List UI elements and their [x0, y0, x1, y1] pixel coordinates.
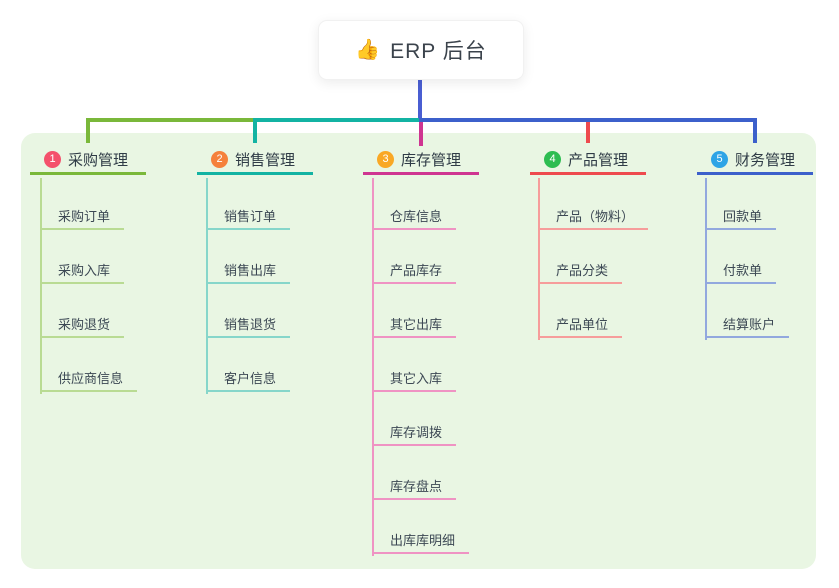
branch-spine-purchase: [40, 178, 42, 394]
badge-2-icon: 2: [211, 151, 228, 168]
root-node-label: ERP 后台: [390, 40, 487, 63]
node-sales-order[interactable]: 销售订单: [206, 202, 291, 230]
branches-panel: [21, 133, 816, 569]
branch-header-inventory[interactable]: 3 库存管理: [363, 147, 479, 175]
branch-title: 销售管理: [235, 152, 296, 169]
badge-5-icon: 5: [711, 151, 728, 168]
node-sales-return[interactable]: 销售退货: [206, 310, 291, 338]
root-node[interactable]: 👍 ERP 后台: [318, 20, 524, 80]
node-stock-count[interactable]: 库存盘点: [372, 472, 457, 500]
node-product-material[interactable]: 产品（物料）: [538, 202, 649, 230]
branch-spine-inventory: [372, 178, 374, 556]
node-warehouse-info[interactable]: 仓库信息: [372, 202, 457, 230]
node-product-unit[interactable]: 产品单位: [538, 310, 623, 338]
branch-title: 产品管理: [568, 152, 629, 169]
thumbs-up-icon: 👍: [355, 39, 382, 61]
node-purchase-order[interactable]: 采购订单: [40, 202, 125, 230]
branch-title: 库存管理: [401, 152, 462, 169]
node-purchase-return[interactable]: 采购退货: [40, 310, 125, 338]
node-supplier-info[interactable]: 供应商信息: [40, 364, 138, 392]
badge-3-icon: 3: [377, 151, 394, 168]
node-product-stock[interactable]: 产品库存: [372, 256, 457, 284]
badge-1-icon: 1: [44, 151, 61, 168]
node-payment-bill[interactable]: 付款单: [705, 256, 777, 284]
node-product-category[interactable]: 产品分类: [538, 256, 623, 284]
node-other-outbound[interactable]: 其它出库: [372, 310, 457, 338]
branch-spine-finance: [705, 178, 707, 340]
branch-header-sales[interactable]: 2 销售管理: [197, 147, 313, 175]
node-stock-transfer[interactable]: 库存调拨: [372, 418, 457, 446]
badge-4-icon: 4: [544, 151, 561, 168]
branch-header-purchase[interactable]: 1 采购管理: [30, 147, 146, 175]
branch-title: 财务管理: [735, 152, 796, 169]
branch-title: 采购管理: [68, 152, 129, 169]
node-receipt-bill[interactable]: 回款单: [705, 202, 777, 230]
branch-spine-sales: [206, 178, 208, 394]
node-sales-outbound[interactable]: 销售出库: [206, 256, 291, 284]
node-purchase-inbound[interactable]: 采购入库: [40, 256, 125, 284]
branch-header-product[interactable]: 4 产品管理: [530, 147, 646, 175]
node-settlement-account[interactable]: 结算账户: [705, 310, 790, 338]
node-customer-info[interactable]: 客户信息: [206, 364, 291, 392]
node-outbound-detail[interactable]: 出库库明细: [372, 526, 470, 554]
branch-spine-product: [538, 178, 540, 340]
branch-header-finance[interactable]: 5 财务管理: [697, 147, 813, 175]
node-other-inbound[interactable]: 其它入库: [372, 364, 457, 392]
